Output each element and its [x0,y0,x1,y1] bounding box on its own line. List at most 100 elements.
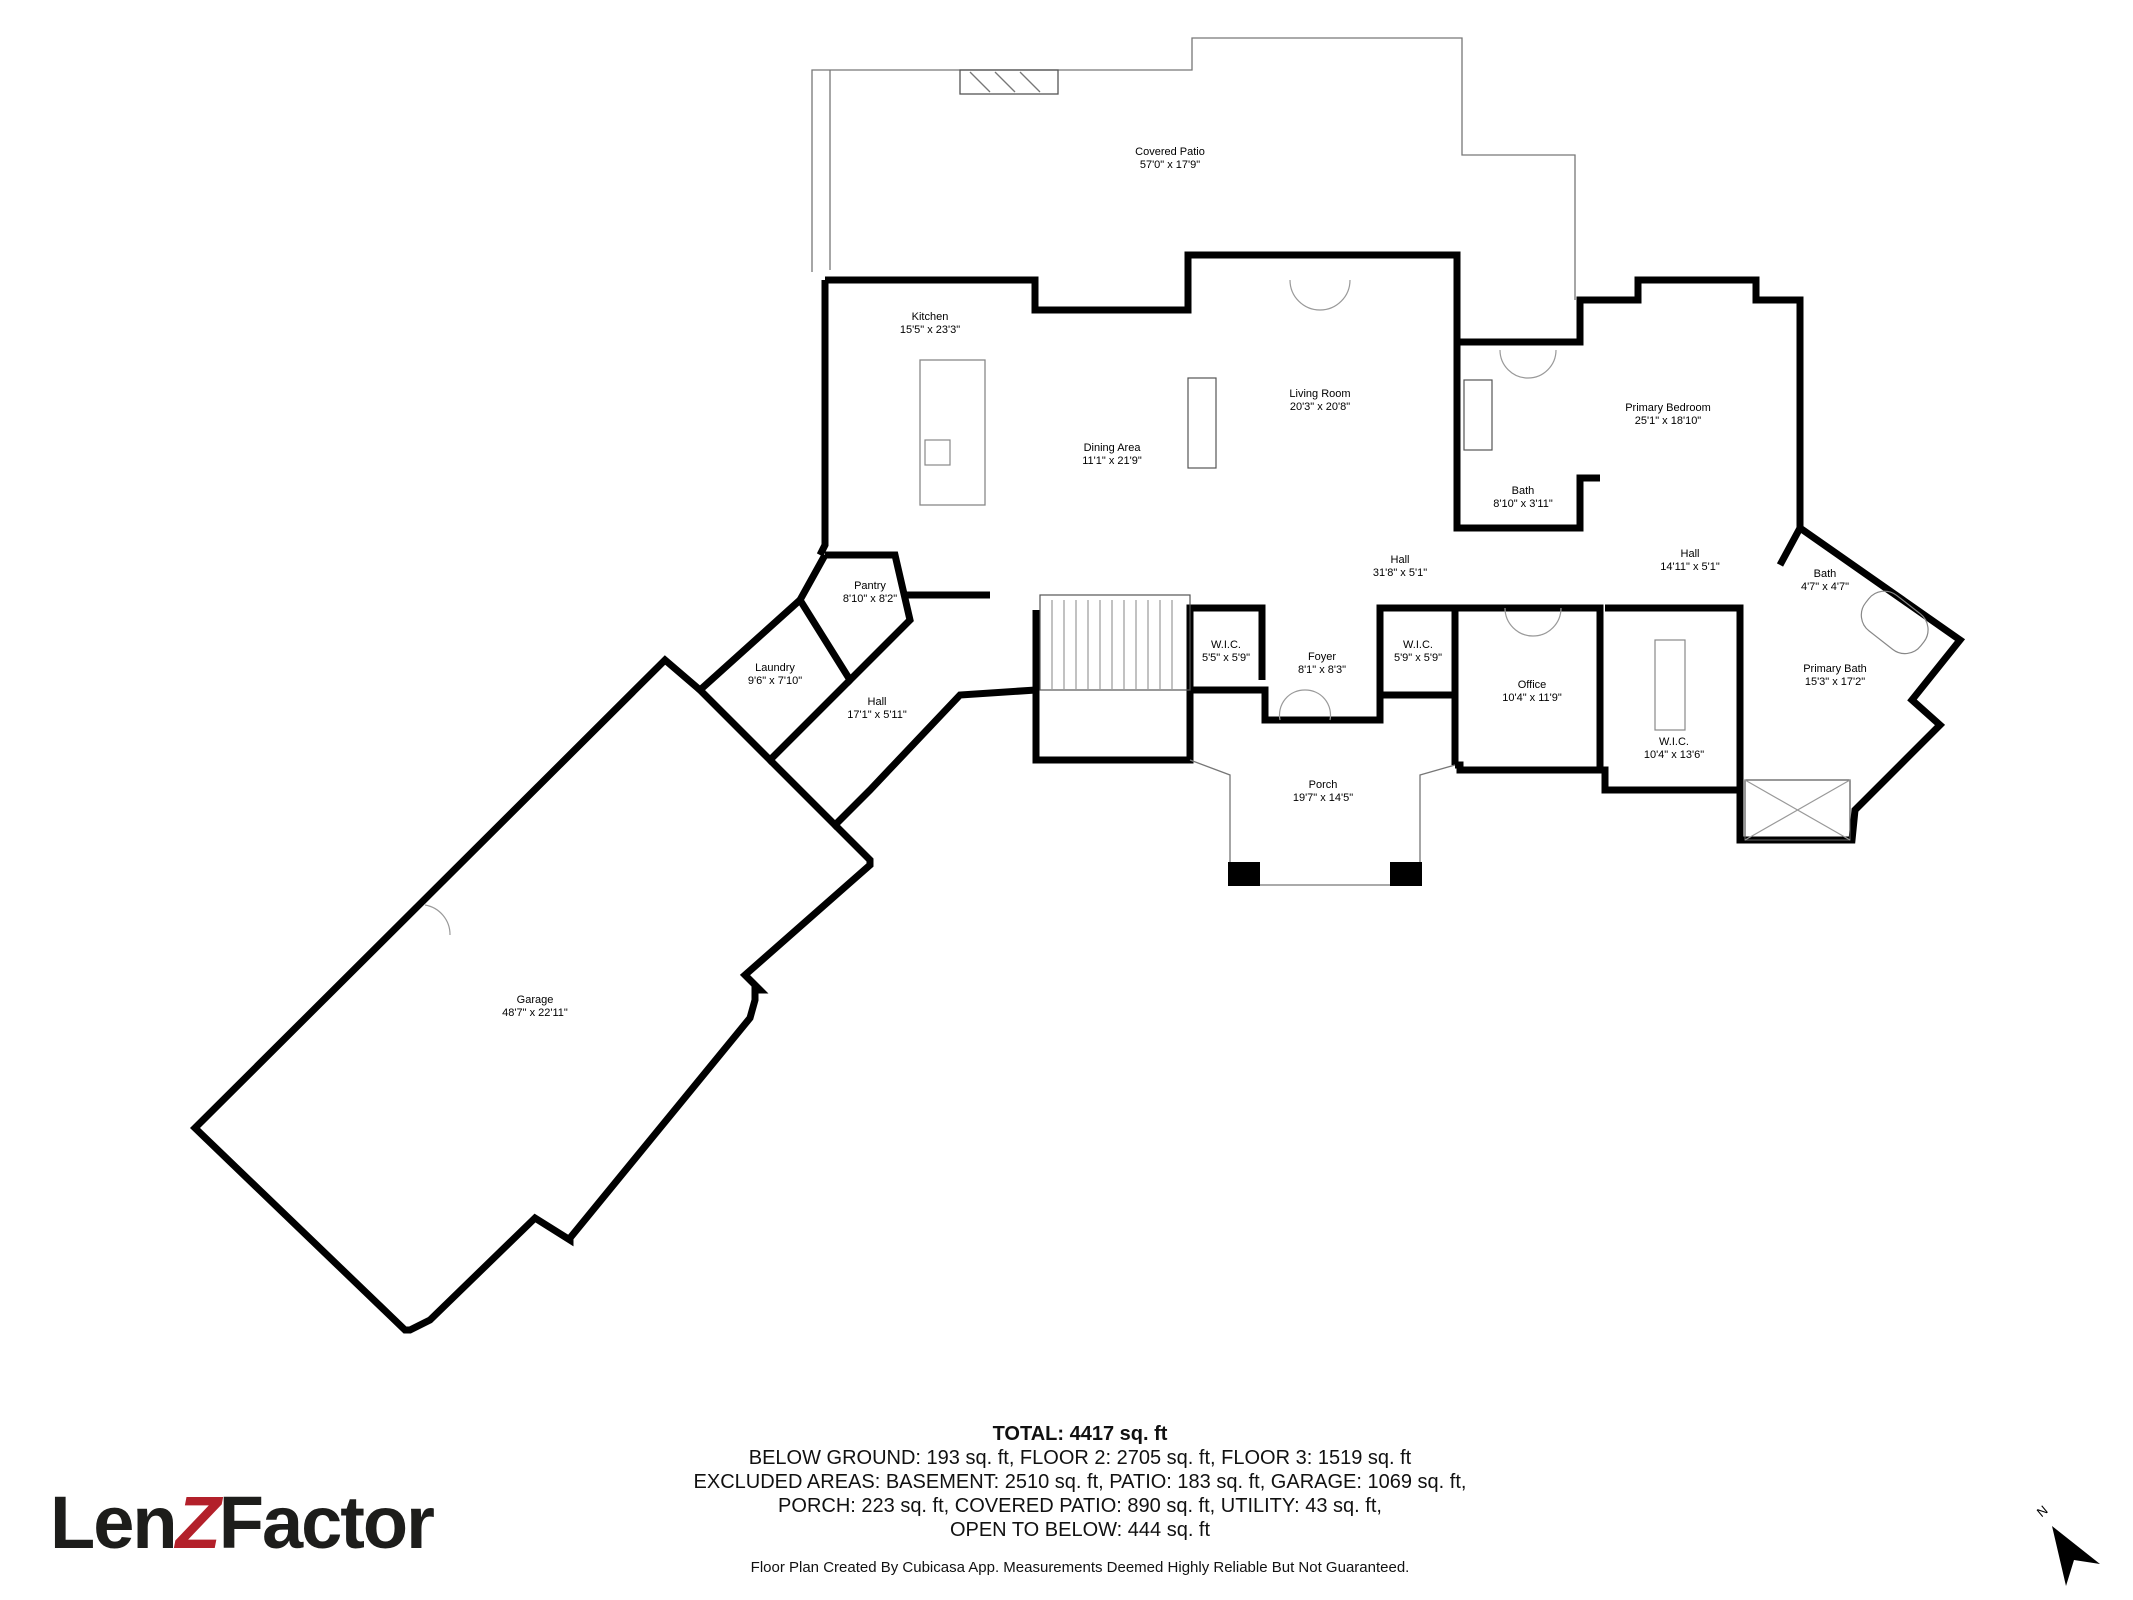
room-label-living-room: Living Room 20'3" x 20'8" [1250,388,1390,414]
north-arrow-icon: N [2030,1498,2110,1593]
arrow-shape [2052,1526,2100,1586]
main-exterior-wall [825,251,1804,528]
room-name: W.I.C. [1659,736,1689,748]
room-dims: 57'0" x 17'9" [1139,159,1201,171]
office-walls [1455,604,1604,770]
logo-part-3: Factor [218,1481,435,1564]
room-dims: 9'6" x 7'10" [747,675,803,687]
room-dims: 19'7" x 14'5" [1292,792,1354,804]
room-label-porch: Porch 19'7" x 14'5" [1273,779,1373,805]
room-name: Foyer [1307,651,1337,663]
grill-hatch [969,71,991,93]
room-name: Porch [1308,779,1338,791]
grill-hatch [994,71,1016,93]
room-label-foyer: Foyer 8'1" x 8'3" [1282,651,1362,677]
room-name: Hall [1680,548,1700,560]
room-name: Hall [1390,554,1410,566]
garage-side-door [424,904,451,936]
room-label-hall-garage: Hall 17'1" x 5'11" [827,696,927,722]
wic2-walls [1376,604,1459,695]
shower [1744,779,1851,841]
room-dims: 14'11" x 5'1" [1660,561,1720,573]
room-name: Covered Patio [1135,146,1205,158]
room-name: Garage [516,994,554,1006]
room-name: Primary Bedroom [1625,402,1711,414]
room-name: Pantry [854,580,886,592]
shower-drain-line [1744,779,1851,841]
primary-suite-east-wall [1455,525,1966,844]
room-label-hall-primary: Hall 14'11" x 5'1" [1630,548,1750,574]
porch-column-left [1228,862,1260,886]
room-dims: 8'1" x 8'3" [1297,664,1347,676]
room-name: Bath [1511,485,1535,497]
disclaimer-note: Floor Plan Created By Cubicasa App. Meas… [750,1559,1410,1576]
room-dims: 8'10" x 8'2" [842,593,898,605]
porch-column-right [1390,862,1422,886]
bedroom-fireplace [1463,379,1493,451]
room-dims: 20'3" x 20'8" [1289,401,1351,413]
room-label-wic-2: W.I.C. 5'9" x 5'9" [1378,639,1458,665]
living-fireplace [1187,377,1217,469]
lenzfactor-logo: LenZFactor [50,1480,435,1565]
front-double-door [1278,689,1332,721]
pantry-wall [795,551,914,686]
bath-2-wall [1776,526,1804,567]
room-dims: 10'4" x 13'6" [1643,749,1705,761]
room-label-bath-2: Bath 4'7" x 4'7" [1790,568,1860,594]
room-dims: 31'8" x 5'1" [1372,567,1428,579]
logo-part-2: Z [175,1481,221,1564]
room-dims: 10'4" x 11'9" [1502,692,1562,704]
closet-island [1654,639,1686,731]
room-name: Dining Area [1083,442,1141,454]
room-dims: 8'10" x 3'11" [1493,498,1553,510]
total-area: TOTAL: 4417 sq. ft [992,1423,1168,1445]
logo-part-1: Len [50,1481,178,1564]
room-label-hall-main: Hall 31'8" x 5'1" [1330,554,1470,580]
room-dims: 25'1" x 18'10" [1634,415,1702,427]
summary-line-4: OPEN TO BELOW: 444 sq. ft [949,1519,1211,1541]
room-label-wic-1: W.I.C. 5'5" x 5'9" [1186,639,1266,665]
patio-double-door [1289,279,1351,311]
room-label-garage: Garage 48'7" x 22'11" [485,994,585,1020]
room-label-pantry: Pantry 8'10" x 8'2" [820,580,920,606]
room-name: Office [1517,679,1547,691]
summary-line-3: PORCH: 223 sq. ft, COVERED PATIO: 890 sq… [778,1495,1382,1517]
room-label-laundry: Laundry 9'6" x 7'10" [725,662,825,688]
room-dims: 17'1" x 5'11" [847,709,907,721]
room-name: Hall [867,696,887,708]
bath-walls [1453,342,1600,532]
porch-outline [1189,759,1456,886]
covered-patio-outline [811,37,1576,300]
bathtub [1860,590,1929,655]
room-label-bath-1: Bath 8'10" x 3'11" [1473,485,1573,511]
porch-front-wall [1032,610,1459,765]
kitchen-island [919,359,986,506]
room-dims: 15'3" x 17'2" [1804,676,1866,688]
room-dims: 15'5" x 23'3" [899,324,961,336]
laundry-wall [694,597,853,765]
summary-line-1: BELOW GROUND: 193 sq. ft, FLOOR 2: 2705 … [748,1447,1412,1469]
room-label-primary-bath: Primary Bath 15'3" x 17'2" [1785,663,1885,689]
room-label-primary-bedroom: Primary Bedroom 25'1" x 18'10" [1588,402,1748,428]
room-name: W.I.C. [1403,639,1433,651]
room-label-kitchen: Kitchen 15'5" x 23'3" [860,311,1000,337]
floor-plan [189,37,1966,1334]
room-dims: 48'7" x 22'11" [502,1007,568,1019]
room-dims: 5'9" x 5'9" [1393,652,1443,664]
grill-hatch [1019,71,1041,93]
room-name: Bath [1813,568,1837,580]
room-dims: 11'1" x 21'9" [1082,455,1142,467]
garage-wall [189,655,874,1334]
area-summary: TOTAL: 4417 sq. ft BELOW GROUND: 193 sq.… [560,1422,1600,1542]
bedroom-double-door [1499,349,1557,379]
compass-label: N [2034,1502,2051,1520]
patio-grill [959,69,1059,95]
primary-wic-walls [1605,604,1744,790]
room-label-wic-3: W.I.C. 10'4" x 13'6" [1624,736,1724,762]
room-label-dining-area: Dining Area 11'1" x 21'9" [1042,442,1182,468]
room-dims: 4'7" x 4'7" [1800,581,1850,593]
kitchen-west-wall [816,280,829,557]
room-label-office: Office 10'4" x 11'9" [1482,679,1582,705]
room-name: Laundry [755,662,795,674]
room-name: W.I.C. [1211,639,1241,651]
